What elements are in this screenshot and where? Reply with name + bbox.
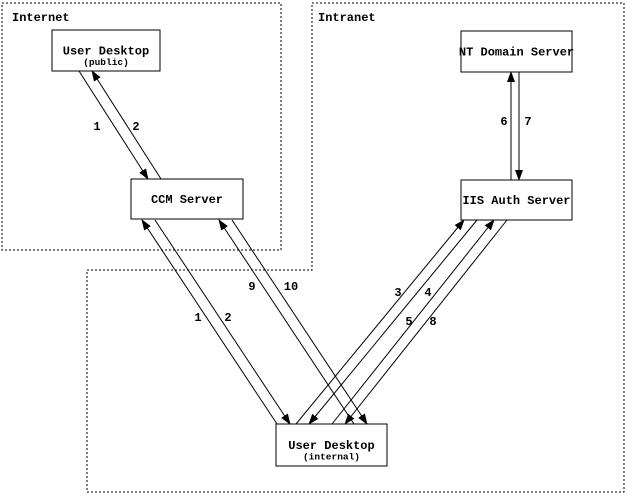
edge-label-1-bottom: 1 [194,311,201,325]
edge-label-10: 10 [284,280,298,294]
edge-4-iis-to-internal-desktop [308,219,478,425]
user-desktop-public-title: User Desktop [63,45,149,59]
edge-label-5: 5 [405,315,412,329]
edge-1-internal-desktop-to-ccm [141,219,278,425]
edge-3-internal-desktop-to-iis [295,219,465,425]
nt-domain-server-title: NT Domain Server [459,46,574,60]
edge-10-ccm-to-internal-desktop [231,219,368,425]
internet-zone-outline [1,2,282,251]
edge-5-internal-desktop-to-iis [331,219,495,425]
edge-label-2-top: 2 [132,120,139,134]
iis-auth-server-title: IIS Auth Server [462,194,570,208]
edge-label-2-bottom: 2 [224,311,231,325]
edge-label-9: 9 [248,280,255,294]
edge-2-ccm-to-public-desktop [91,70,162,180]
edge-label-8: 8 [429,315,436,329]
nt-domain-server-box [460,30,573,73]
edge-label-4: 4 [424,286,431,300]
internet-zone-label: Internet [12,11,70,25]
intranet-zone-outline [86,2,625,493]
edge-9-internal-desktop-to-ccm [218,219,355,425]
ccm-server-box [130,178,244,220]
user-desktop-internal-subtitle: (internal) [303,452,360,463]
edge-label-3: 3 [394,286,401,300]
edge-label-6: 6 [500,115,507,129]
user-desktop-internal-box [275,423,388,467]
user-desktop-internal-title: User Desktop [288,439,374,453]
iis-auth-server-box [460,179,573,221]
edge-label-1-top: 1 [93,120,100,134]
ccm-server-title: CCM Server [151,193,223,207]
edge-2-ccm-to-internal-desktop [154,219,291,425]
edge-8-iis-to-internal-desktop [344,219,508,425]
user-desktop-public-box [51,29,161,72]
intranet-zone-label: Intranet [318,11,376,25]
edge-label-7: 7 [524,115,531,129]
edge-1-public-desktop-to-ccm [78,70,149,180]
user-desktop-public-subtitle: (public) [83,57,129,68]
